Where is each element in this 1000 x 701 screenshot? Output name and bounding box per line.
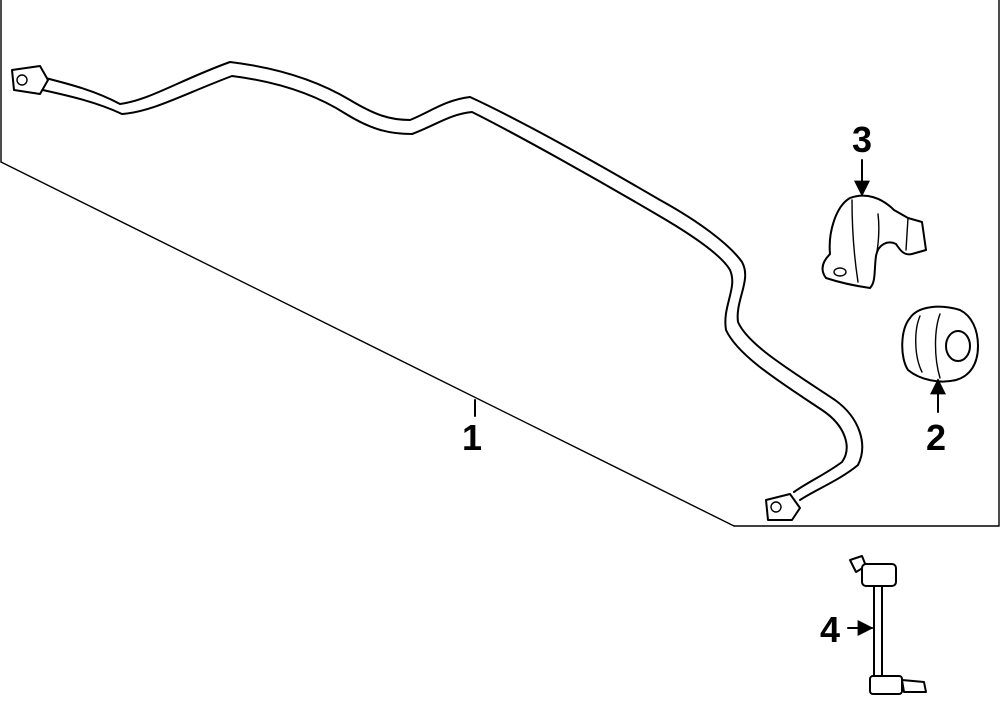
callout-2: 2 (926, 417, 946, 458)
callout-1: 1 (462, 417, 482, 458)
section-frame (0, 0, 1000, 527)
callout-3: 3 (852, 119, 872, 160)
stabilizer-bushing[interactable] (901, 305, 979, 383)
stabilizer-bracket[interactable] (821, 194, 927, 289)
stabilizer-link[interactable] (849, 555, 927, 695)
callout-4: 4 (820, 609, 840, 650)
stabilizer-bar[interactable] (11, 61, 864, 521)
callout-leaders (474, 159, 946, 636)
